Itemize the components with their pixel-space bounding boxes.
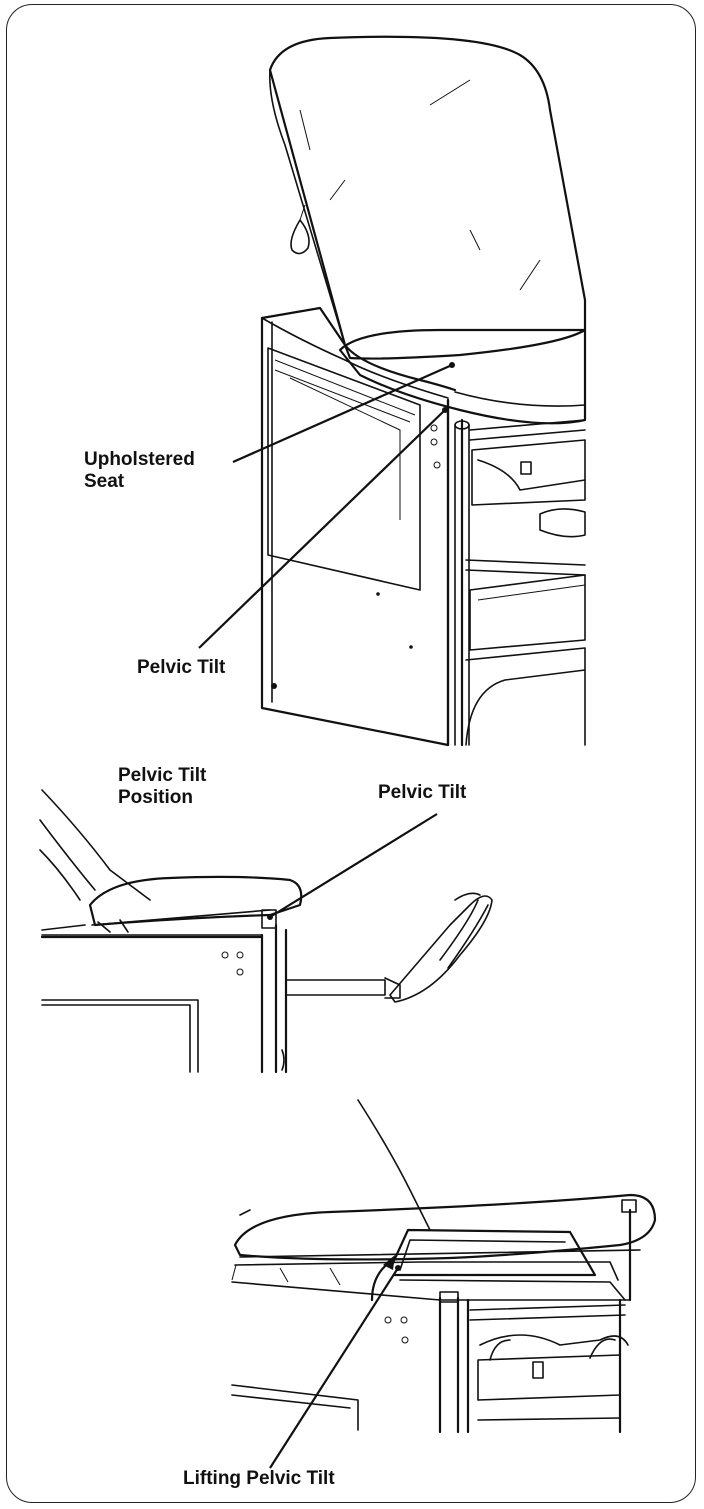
upholstered-seat-label-line1: Upholstered xyxy=(84,449,195,470)
pelvic-tilt-position-label: Pelvic Tilt Position xyxy=(118,765,206,809)
lifting-pelvic-tilt-label: Lifting Pelvic Tilt xyxy=(183,1468,335,1489)
pelvic-tilt-label-fig2: Pelvic Tilt xyxy=(378,782,467,803)
upholstered-seat-label: Upholstered Seat xyxy=(84,449,195,493)
upholstered-seat-label-line2: Seat xyxy=(84,471,125,492)
figure-frame xyxy=(6,4,696,1503)
pelvic-tilt-position-line2: Position xyxy=(118,787,193,808)
pelvic-tilt-position-line1: Pelvic Tilt xyxy=(118,765,207,786)
pelvic-tilt-label-fig1: Pelvic Tilt xyxy=(137,657,226,678)
